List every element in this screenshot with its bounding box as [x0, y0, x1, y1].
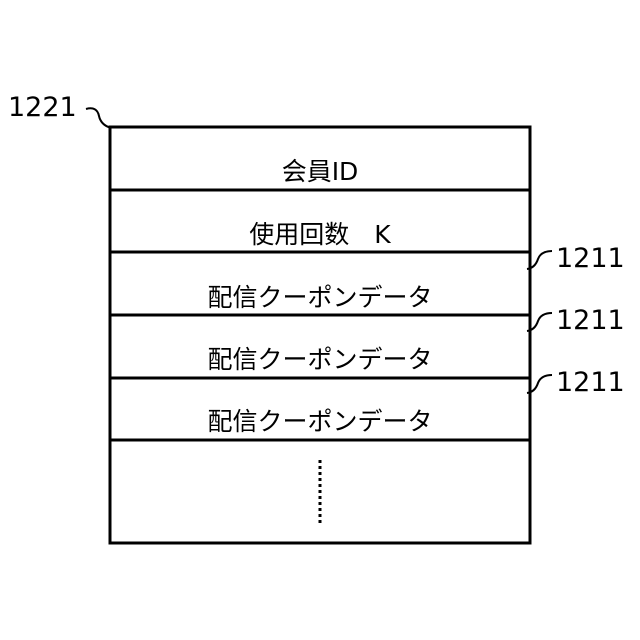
coupon-ref-label-1: 1211	[556, 243, 625, 274]
coupon-ref-label-3: 1211	[556, 367, 625, 398]
usage-count-field: 使用回数 K	[249, 220, 391, 249]
record-ref-leader	[86, 108, 111, 128]
coupon-data-field-1: 配信クーポンデータ	[207, 283, 432, 312]
coupon-data-field-2: 配信クーポンデータ	[207, 345, 432, 374]
coupon-ref-label-2: 1211	[556, 305, 625, 336]
record-ref-label: 1221	[8, 92, 77, 123]
coupon-data-field-3: 配信クーポンデータ	[207, 407, 432, 436]
member-id-field: 会員ID	[282, 157, 359, 186]
